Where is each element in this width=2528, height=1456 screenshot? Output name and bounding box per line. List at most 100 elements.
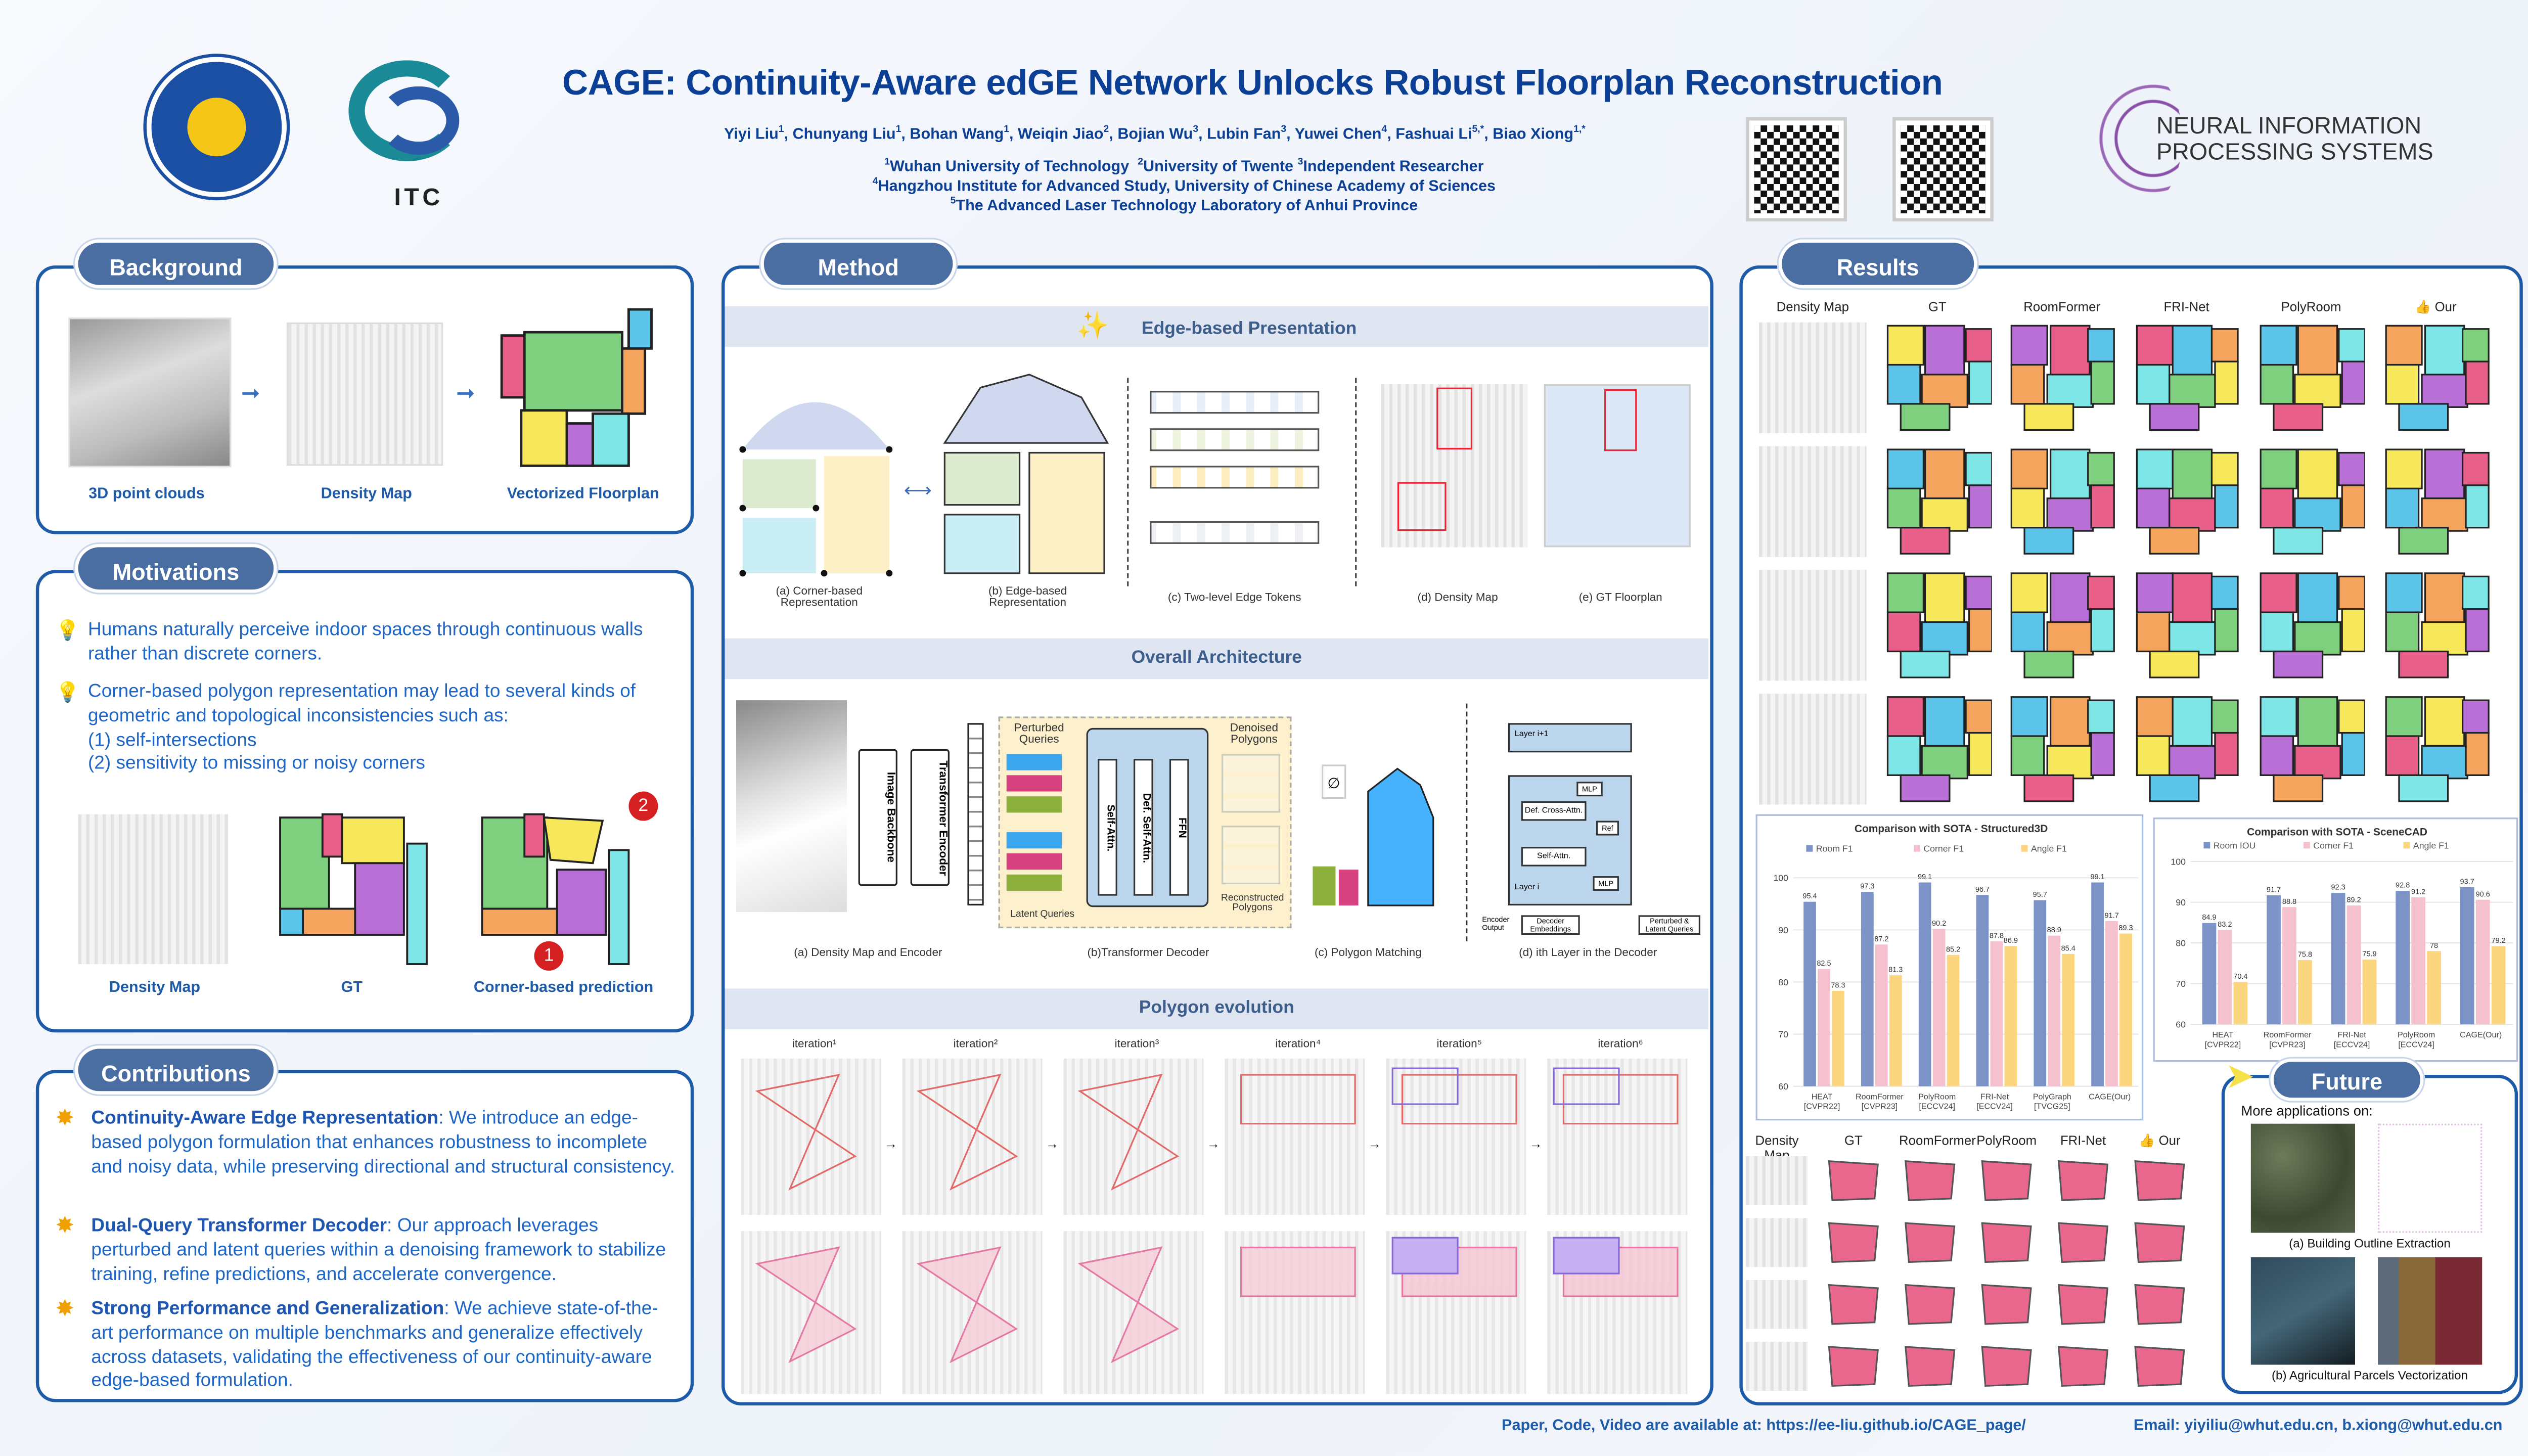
aerial-image-buildings [2250, 1123, 2355, 1233]
thumbs-up-icon: 👍 [2415, 299, 2435, 314]
star-icon: ✸ [55, 1104, 75, 1130]
empty-set-symbol: ∅ [1327, 776, 1340, 792]
bar-room-f1 [1803, 901, 1816, 1086]
affiliation-line-3: 5The Advanced Laser Technology Laborator… [950, 197, 1418, 215]
density-map-encoder-image [736, 700, 847, 912]
caption-corner-based: (a) Corner-based Representation [776, 586, 863, 609]
bar-room-iou [2202, 923, 2217, 1025]
background-heading: Background [75, 239, 277, 289]
result-thumbnail [2133, 323, 2240, 433]
y-tick-label: 70 [1778, 1029, 1788, 1039]
results-column-header: Density Map [1776, 299, 1849, 314]
results-column-header: 👍 Our [2415, 299, 2457, 314]
data-label: 78 [2430, 942, 2438, 950]
qr-code-paper[interactable] [1746, 117, 1847, 222]
bar-room-f1 [2091, 882, 2104, 1086]
building-outline-result [2378, 1123, 2482, 1233]
result-thumbnail [1759, 570, 1867, 681]
results-column-header: PolyRoom [2281, 299, 2341, 314]
results-column-header: FRI-Net [2163, 299, 2209, 314]
caption-polygon-matching: (c) Polygon Matching [1314, 947, 1422, 960]
data-label: 99.1 [1918, 873, 1932, 881]
results-column-header: PolyRoom [1976, 1133, 2037, 1149]
qr-code-github[interactable] [1892, 117, 1994, 222]
itc-text: ITC [394, 184, 443, 212]
star-icon: ✸ [55, 1211, 75, 1238]
data-label: 95.4 [1802, 892, 1817, 900]
iteration-label: iteration⁶ [1598, 1039, 1643, 1051]
edge-token-row [1150, 391, 1320, 414]
data-label: 82.5 [1817, 960, 1831, 968]
chart-structured3d-svg: Comparison with SOTA - Structured3DRoom … [1773, 823, 2139, 1111]
neurips-line-1: NEURAL INFORMATION [2156, 114, 2422, 141]
author-list: Yiyi Liu1, Chunyang Liu1, Bohan Wang1, W… [724, 125, 1586, 144]
lightbulb-icon: 💡 [55, 680, 80, 704]
data-label: 92.8 [2396, 882, 2410, 890]
x-tick-label: PolyRoom [2398, 1030, 2435, 1039]
evolution-frame [1225, 1231, 1365, 1394]
divider [1127, 378, 1129, 586]
motivation-bullet-2: 💡Corner-based polygon representation may… [55, 680, 636, 775]
data-label: 84.9 [2202, 914, 2216, 922]
result-thumbnail [2008, 446, 2116, 557]
error-marker-1: 1 [534, 941, 564, 971]
result-thumbnail [2382, 446, 2490, 557]
data-label: 89.2 [2346, 896, 2361, 904]
bar-angle-f1 [2491, 946, 2506, 1025]
data-label: 90.6 [2476, 890, 2490, 898]
evolution-frame [741, 1231, 881, 1394]
data-label: 88.8 [2282, 898, 2296, 906]
x-tick-label: [ECCV24] [1976, 1102, 2013, 1111]
motivations-heading: Motivations [75, 543, 277, 593]
contribution-item-2: ✸Dual-Query Transformer Decoder: Our app… [55, 1211, 666, 1285]
section-edge-based-presentation: ✨Edge-based Presentation [725, 306, 1709, 347]
result-thumbnail [1883, 323, 1992, 433]
result-thumbnail [1975, 1218, 2037, 1267]
data-label: 86.9 [2004, 937, 2018, 945]
bar-angle-f1 [2427, 951, 2441, 1025]
density-map-figure [1381, 384, 1528, 548]
bar-angle-f1 [2062, 953, 2075, 1086]
chart-title: Comparison with SOTA - Structured3D [1855, 823, 2048, 835]
evolution-frame [1225, 1058, 1365, 1215]
def-self-attn-block: Def. Self-Attn. [1134, 759, 1153, 896]
data-label: 91.7 [2104, 912, 2118, 920]
caption-point-clouds: 3D point clouds [88, 485, 205, 504]
results-heading: Results [1778, 239, 1977, 289]
result-thumbnail [2258, 694, 2366, 804]
neurips-line-2: PROCESSING SYSTEMS [2156, 140, 2433, 166]
image-backbone-block: Image Backbone [858, 749, 897, 886]
paper-plane-icon: ➤ [2225, 1055, 2255, 1096]
evolution-frame [1547, 1231, 1688, 1394]
data-label: 90.2 [1932, 920, 1946, 928]
legend-label: Corner F1 [1923, 844, 1964, 854]
data-label: 78.3 [1831, 982, 1845, 990]
transformer-encoder-block: Transformer Encoder [910, 749, 950, 886]
y-tick-label: 80 [2176, 938, 2186, 948]
mlp-block-bottom: MLP [1593, 876, 1619, 891]
bar-room-iou [2460, 887, 2474, 1025]
evolution-frame [1063, 1231, 1204, 1394]
iteration-label: iteration⁴ [1275, 1039, 1321, 1051]
arrow-right-icon: → [884, 1136, 897, 1152]
bar-angle-f1 [2119, 933, 2132, 1086]
bar-corner-f1 [2346, 905, 2361, 1025]
mlp-block-top: MLP [1576, 782, 1603, 797]
author-name: Biao Xiong [1493, 125, 1574, 144]
results-column-header: FRI-Net [2060, 1133, 2106, 1149]
future-intro: More applications on: [2241, 1102, 2373, 1119]
density-map-image [286, 322, 443, 466]
author-affiliation-mark: 1 [1004, 125, 1009, 135]
label-denoised-polygons: Denoised Polygons [1230, 723, 1279, 746]
result-thumbnail [1975, 1156, 2037, 1205]
contact-email[interactable]: Email: yiyiliu@whut.edu.cn, b.xiong@whut… [2133, 1417, 2503, 1435]
code-link[interactable]: Paper, Code, Video are available at: htt… [1502, 1417, 2026, 1435]
bar-room-iou [2331, 893, 2345, 1025]
polygon-matching-figure: ∅ [1313, 764, 1434, 906]
evolution-frame [1063, 1058, 1204, 1215]
data-label: 99.1 [2091, 873, 2105, 881]
evolution-frame [902, 1231, 1043, 1394]
motivation-corner-prediction [481, 813, 630, 965]
